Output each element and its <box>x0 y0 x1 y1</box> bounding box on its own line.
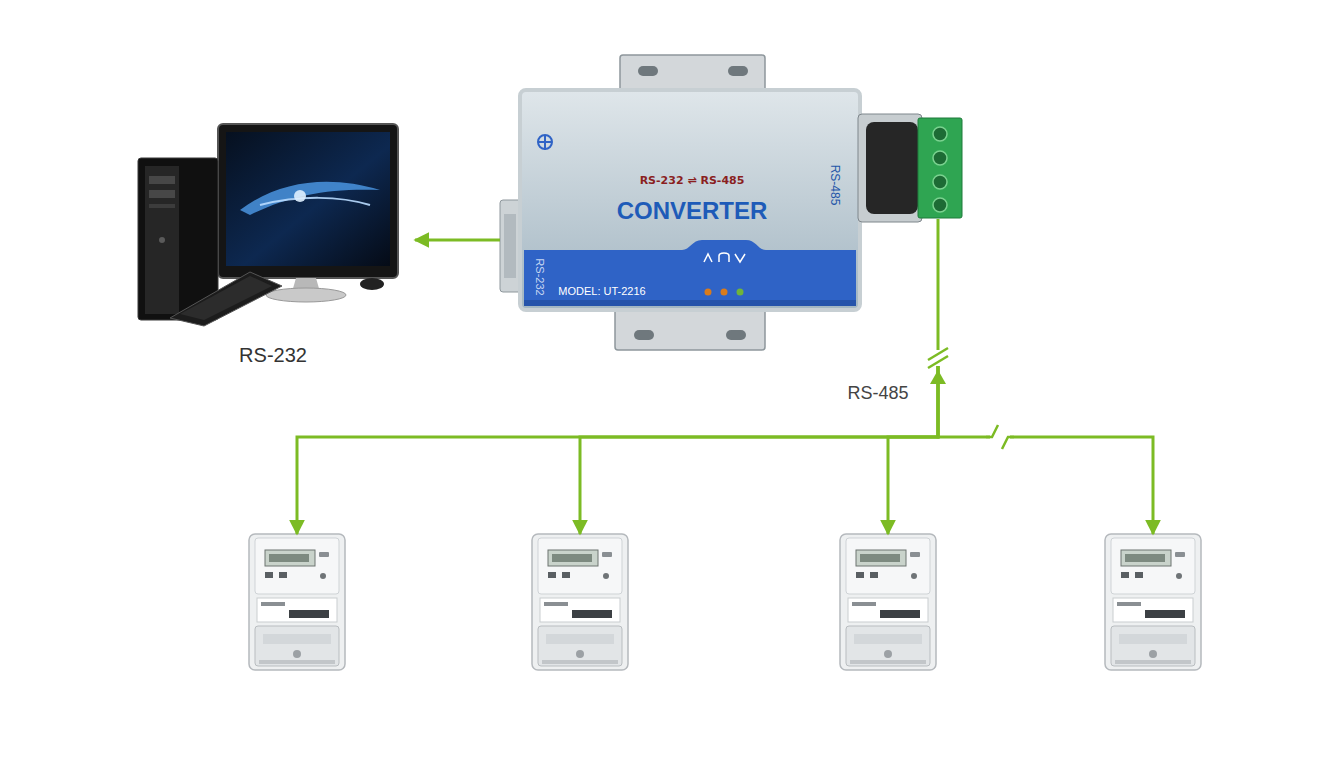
computer-art-part <box>218 124 398 278</box>
computer-art-part <box>240 182 380 215</box>
converter-art-part <box>933 151 947 165</box>
converter-art-part <box>538 135 552 149</box>
converter-art-part <box>524 240 856 306</box>
computer-art-part <box>260 198 370 205</box>
converter-art-part <box>918 118 962 218</box>
node-text: RS-232 ⇌ RS-485 <box>640 175 745 188</box>
node-text: RS-232 <box>534 258 547 295</box>
computer-art-part <box>138 158 218 320</box>
connector-arrow <box>580 350 938 534</box>
line-break-mark-part <box>928 356 948 368</box>
converter-art <box>500 55 962 350</box>
converter-art-part <box>524 300 856 306</box>
meters-art <box>249 534 1201 670</box>
converter-node: RS-232 ⇌ RS-485CONVERTER MODEL: UT-2216 RS… <box>500 55 965 350</box>
meter-node <box>249 534 345 670</box>
converter-art-part <box>937 219 940 350</box>
meters-art-part <box>532 534 628 670</box>
converter-art-part <box>726 330 746 340</box>
computer-art-part <box>180 276 272 320</box>
computer-art-part <box>226 132 390 266</box>
converter-art-part <box>705 289 712 296</box>
computer-art-part <box>145 166 179 314</box>
line-break-mark-part <box>930 370 946 384</box>
converter-art-part <box>504 214 516 278</box>
computer-art-part <box>360 278 384 290</box>
connector-arrow <box>888 350 938 534</box>
converter-art-part <box>721 289 728 296</box>
converter-art-part <box>858 114 922 222</box>
converter-art-part <box>520 90 860 310</box>
computer-art-part <box>149 190 175 198</box>
converter-art-part <box>538 135 552 150</box>
meter-node <box>532 534 628 670</box>
node-text: RS-485 <box>827 165 841 206</box>
computer-art <box>138 124 398 326</box>
computer-art-part <box>149 176 175 184</box>
meters-art-part <box>249 534 345 670</box>
meters-art-part <box>1105 534 1201 670</box>
connector-arrow <box>415 239 500 242</box>
node-text: CONVERTER <box>617 197 768 225</box>
node-text: MODEL: UT-2216 <box>558 285 645 298</box>
connector-arrow <box>297 350 938 534</box>
meter-node <box>840 534 936 670</box>
node-text: RS-232 <box>239 344 307 367</box>
connector-arrow <box>938 350 1153 534</box>
converter-art-part <box>719 253 729 262</box>
signal-label: RS-485 <box>847 383 908 404</box>
computer-node: RS-232 <box>130 115 415 377</box>
converter-art-part <box>638 66 658 76</box>
line-break-mark <box>928 348 948 384</box>
computer-art-part <box>266 288 346 302</box>
converter-art-part <box>737 289 744 296</box>
converter-art-part <box>615 306 765 350</box>
meter-node <box>1105 534 1201 670</box>
converter-art-part <box>704 254 712 262</box>
bus-break-mark-part <box>986 425 1014 449</box>
converter-art-part <box>933 198 947 212</box>
computer-art-part <box>159 237 165 243</box>
converter-art-part <box>735 254 745 262</box>
converter-art-part <box>933 175 947 189</box>
converter-art-part <box>866 122 918 214</box>
bus-break-mark <box>986 425 1014 449</box>
converter-art-part <box>933 127 947 141</box>
converter-art-part <box>728 66 748 76</box>
computer-art-part <box>149 204 175 208</box>
computer-art-part <box>294 190 306 202</box>
computer-art-part <box>170 272 282 326</box>
converter-art-part <box>634 330 654 340</box>
meters-art-part <box>840 534 936 670</box>
